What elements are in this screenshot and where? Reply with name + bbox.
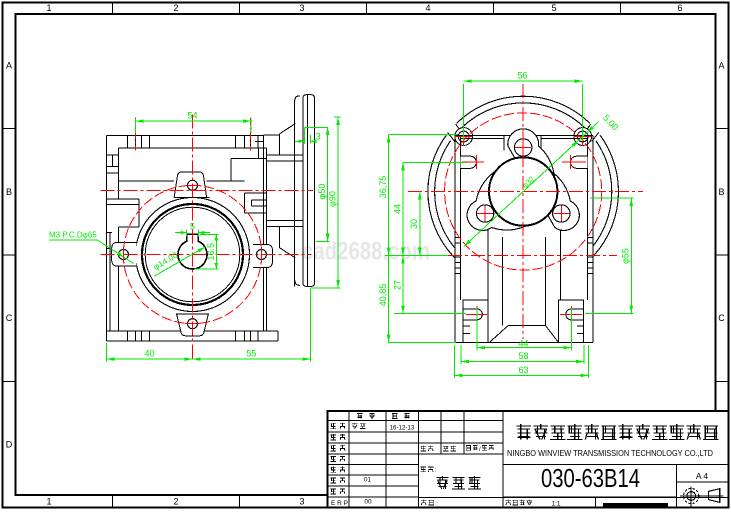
- svg-text:30: 30: [409, 219, 419, 229]
- svg-text:3: 3: [316, 132, 321, 142]
- svg-text:D: D: [6, 439, 13, 449]
- svg-text:A: A: [6, 61, 12, 71]
- svg-text:1: 1: [46, 3, 51, 13]
- svg-text:54: 54: [187, 111, 197, 121]
- svg-text:C: C: [6, 313, 13, 323]
- svg-text:2: 2: [173, 3, 178, 13]
- svg-text:44: 44: [518, 338, 528, 348]
- svg-text:A 4: A 4: [696, 471, 709, 481]
- svg-text:00: 00: [364, 499, 372, 506]
- svg-text:16-12-13: 16-12-13: [390, 424, 415, 431]
- svg-text:40,85: 40,85: [378, 284, 388, 307]
- svg-text:16.5: 16.5: [206, 243, 216, 261]
- svg-text:1: 1: [46, 497, 51, 507]
- svg-text:M3 P.C.Dφ65: M3 P.C.Dφ65: [49, 231, 97, 240]
- svg-text:63: 63: [518, 365, 528, 375]
- svg-text:56: 56: [517, 70, 527, 80]
- svg-text:2: 2: [173, 497, 178, 507]
- svg-text:030-63B14: 030-63B14: [541, 463, 640, 493]
- svg-text:36,75: 36,75: [378, 176, 388, 199]
- svg-text:φ55: φ55: [621, 248, 631, 264]
- svg-text:C: C: [718, 313, 725, 323]
- svg-text:E R P: E R P: [331, 500, 348, 507]
- svg-text:58: 58: [518, 351, 528, 361]
- svg-text:4: 4: [425, 3, 430, 13]
- svg-text:1:1: 1:1: [551, 500, 560, 507]
- svg-text:27: 27: [392, 280, 402, 290]
- svg-text:3: 3: [299, 497, 304, 507]
- svg-text:44: 44: [392, 204, 402, 214]
- svg-text:40: 40: [144, 348, 154, 358]
- svg-text::: :: [436, 502, 438, 508]
- svg-text:B: B: [718, 187, 724, 197]
- svg-text:5: 5: [190, 222, 195, 232]
- svg-text:/: /: [479, 447, 481, 453]
- svg-text:6: 6: [677, 3, 682, 13]
- svg-text:5: 5: [551, 3, 556, 13]
- svg-text:3: 3: [299, 3, 304, 13]
- svg-text:A: A: [718, 61, 724, 71]
- svg-text:NINGBO WINVIEW TRANSMISSION TE: NINGBO WINVIEW TRANSMISSION TECHNOLOGY C…: [507, 448, 713, 458]
- svg-text::: :: [435, 468, 437, 474]
- svg-text:01: 01: [364, 477, 372, 484]
- svg-text:φ50: φ50: [317, 184, 327, 200]
- svg-text:55: 55: [246, 348, 256, 358]
- svg-text:B: B: [6, 187, 12, 197]
- svg-text:φ90: φ90: [327, 191, 337, 207]
